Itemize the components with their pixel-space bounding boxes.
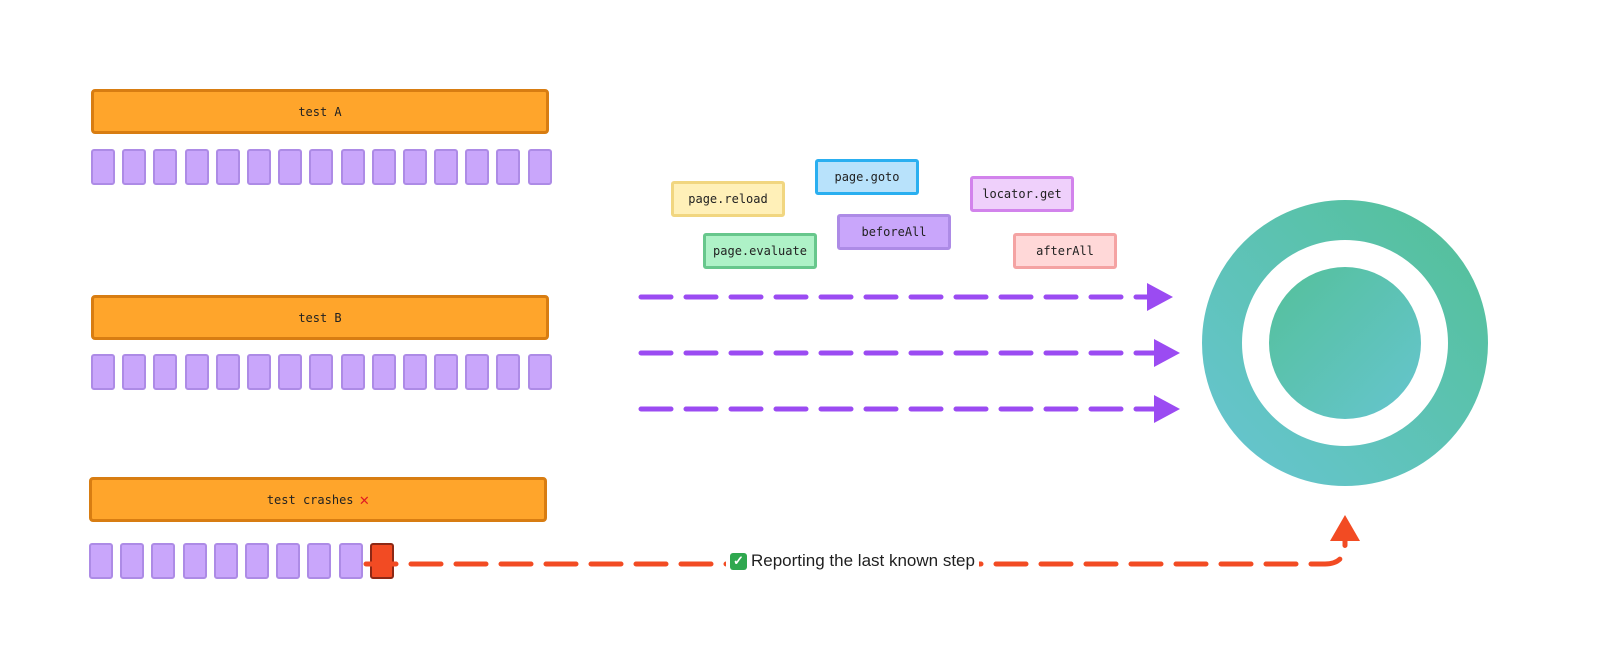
tag-page-evaluate: page.evaluate bbox=[703, 233, 817, 269]
step-block bbox=[184, 354, 209, 390]
tag-before-all: beforeAll bbox=[837, 214, 951, 250]
tag-page-goto-label: page.goto bbox=[834, 170, 900, 184]
step-block bbox=[371, 149, 396, 185]
step-block bbox=[307, 543, 332, 579]
step-block bbox=[465, 149, 490, 185]
step-block bbox=[309, 149, 334, 185]
test-bar-crash-label: test crashes bbox=[266, 492, 354, 507]
step-block bbox=[340, 354, 365, 390]
test-bar-crash: test crashes ✕ bbox=[89, 477, 547, 522]
crash-cross-icon: ✕ bbox=[359, 490, 370, 509]
step-block bbox=[151, 543, 176, 579]
step-block bbox=[120, 543, 145, 579]
step-block bbox=[527, 149, 552, 185]
step-block bbox=[213, 543, 238, 579]
flow-arrow-2 bbox=[638, 339, 1180, 367]
step-block bbox=[278, 149, 303, 185]
tag-after-all-label: afterAll bbox=[1036, 244, 1094, 258]
test-bar-b: test B bbox=[91, 295, 549, 340]
step-block bbox=[338, 543, 363, 579]
test-bar-a: test A bbox=[91, 89, 549, 134]
step-block bbox=[402, 354, 427, 390]
step-block bbox=[91, 149, 115, 185]
step-block bbox=[244, 543, 269, 579]
step-block bbox=[309, 354, 334, 390]
test-crash-steps bbox=[89, 543, 401, 579]
step-block bbox=[496, 149, 521, 185]
tag-page-reload-label: page.reload bbox=[688, 192, 768, 206]
step-block bbox=[434, 149, 459, 185]
step-block bbox=[371, 354, 396, 390]
step-block bbox=[276, 543, 301, 579]
report-label: ✓ Reporting the last known step bbox=[726, 551, 979, 571]
failed-step bbox=[369, 543, 394, 579]
step-block bbox=[89, 543, 113, 579]
tag-page-evaluate-label: page.evaluate bbox=[713, 244, 807, 258]
test-b-steps bbox=[91, 354, 559, 390]
reporter-target bbox=[1202, 200, 1488, 486]
test-a-steps bbox=[91, 149, 559, 185]
crash-report-arrow bbox=[363, 515, 1360, 567]
step-block bbox=[434, 354, 459, 390]
tag-before-all-label: beforeAll bbox=[861, 225, 927, 239]
step-block bbox=[91, 354, 115, 390]
step-block bbox=[182, 543, 207, 579]
step-block bbox=[153, 149, 178, 185]
step-block bbox=[278, 354, 303, 390]
test-bar-b-label: test B bbox=[298, 310, 342, 325]
tag-locator-get-label: locator.get bbox=[982, 187, 1062, 201]
step-block bbox=[402, 149, 427, 185]
step-block bbox=[122, 354, 147, 390]
test-bar-a-label: test A bbox=[298, 104, 342, 119]
step-block bbox=[153, 354, 178, 390]
step-block bbox=[465, 354, 490, 390]
step-block bbox=[184, 149, 209, 185]
step-block bbox=[246, 149, 271, 185]
report-text: Reporting the last known step bbox=[751, 551, 975, 570]
check-icon: ✓ bbox=[730, 552, 747, 570]
step-block bbox=[215, 354, 240, 390]
tag-locator-get: locator.get bbox=[970, 176, 1074, 212]
tag-page-reload: page.reload bbox=[671, 181, 785, 217]
step-block bbox=[496, 354, 521, 390]
tag-page-goto: page.goto bbox=[815, 159, 919, 195]
step-block bbox=[246, 354, 271, 390]
step-block bbox=[215, 149, 240, 185]
tag-after-all: afterAll bbox=[1013, 233, 1117, 269]
flow-arrow-3 bbox=[638, 395, 1180, 423]
step-block bbox=[527, 354, 552, 390]
flow-arrow-1 bbox=[638, 283, 1173, 311]
step-block bbox=[340, 149, 365, 185]
step-block bbox=[122, 149, 147, 185]
